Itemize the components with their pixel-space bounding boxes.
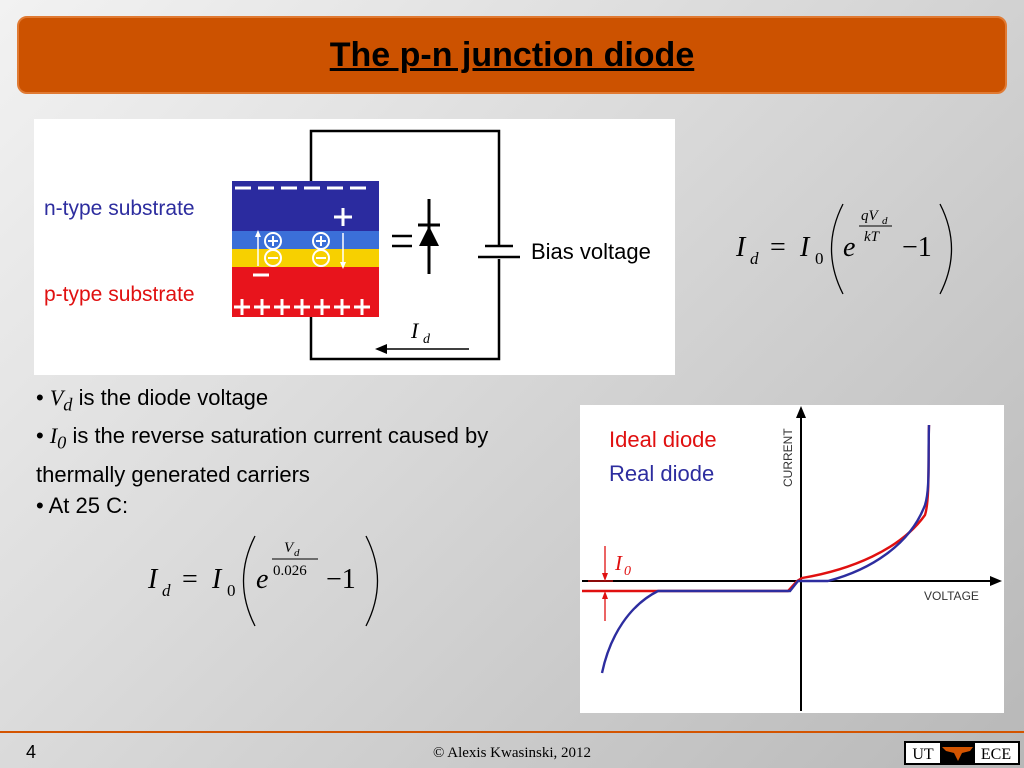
ut-ece-logo: UT ECE <box>904 741 1020 765</box>
copyright-notice: © Alexis Kwasinski, 2012 <box>432 745 592 761</box>
current-axis-label: CURRENT <box>781 428 795 487</box>
diagram-panel: n-type substrate p-type substrate Bias v… <box>34 119 675 375</box>
depletion-yellow <box>232 249 379 267</box>
slide-number: 4 <box>26 742 37 762</box>
logo-left-text: UT <box>912 746 934 763</box>
i0-label-main: I <box>614 551 623 575</box>
n-type-label: n-type substrate <box>44 197 195 220</box>
legend-real-diode: Real diode <box>609 461 715 486</box>
diode-equation-general: I d = I 0 e qV d kT −1 <box>735 203 953 295</box>
svg-text:d: d <box>294 547 300 559</box>
current-label-main: I <box>410 318 420 343</box>
logo-right-text: ECE <box>981 746 1011 763</box>
equals-sign <box>392 234 412 248</box>
svg-text:=: = <box>182 564 198 595</box>
bullet-item: • At 25 C: <box>36 492 129 518</box>
bullet-item: • Vd is the diode voltage <box>36 385 269 415</box>
longhorn-icon <box>942 747 973 761</box>
svg-text:e: e <box>843 232 855 263</box>
legend-ideal-diode: Ideal diode <box>609 427 717 452</box>
svg-text:−1: −1 <box>902 232 932 263</box>
svg-text:0: 0 <box>227 581 236 600</box>
iv-curve-svg: I 0 VOLTAGE CURRENT <box>582 406 1002 711</box>
svg-text:I: I <box>735 232 747 263</box>
svg-text:0.026: 0.026 <box>273 563 307 579</box>
svg-text:=: = <box>770 232 786 263</box>
svg-text:V: V <box>284 540 295 556</box>
p-type-label: p-type substrate <box>44 283 195 306</box>
depletion-blue <box>232 231 379 249</box>
svg-text:I: I <box>211 564 223 595</box>
voltage-axis-arrow <box>990 576 1002 586</box>
svg-text:e: e <box>256 564 268 595</box>
real-diode-curve <box>600 424 931 674</box>
svg-text:d: d <box>882 215 888 227</box>
footer-divider <box>0 731 1024 733</box>
current-label-sub: d <box>423 332 431 347</box>
title-bar: The p-n junction diode <box>17 16 1007 94</box>
voltage-axis-label: VOLTAGE <box>924 589 979 603</box>
current-axis-arrow <box>796 406 806 418</box>
bias-voltage-label: Bias voltage <box>531 239 651 264</box>
svg-text:I: I <box>147 564 159 595</box>
diode-equation-25c: I d = I 0 e V d 0.026 −1 <box>147 535 379 627</box>
iv-curve-chart: I 0 VOLTAGE CURRENT Ideal diode Real dio… <box>580 405 1004 713</box>
current-arrow-head <box>375 344 387 354</box>
svg-text:kT: kT <box>864 229 881 245</box>
i0-label-sub: 0 <box>624 564 631 579</box>
bullet-item: • I0 is the reverse saturation current c… <box>36 423 489 487</box>
diode-symbol-icon <box>418 199 440 274</box>
svg-text:I: I <box>799 232 811 263</box>
bullet-list: • Vd is the diode voltage • I0 is the re… <box>36 382 576 521</box>
svg-text:qV: qV <box>861 208 880 224</box>
junction-circuit-diagram: I d <box>231 129 522 363</box>
svg-text:d: d <box>750 249 759 268</box>
svg-text:d: d <box>162 581 171 600</box>
svg-text:0: 0 <box>815 249 824 268</box>
svg-text:−1: −1 <box>326 564 356 595</box>
slide-title: The p-n junction diode <box>329 35 695 74</box>
